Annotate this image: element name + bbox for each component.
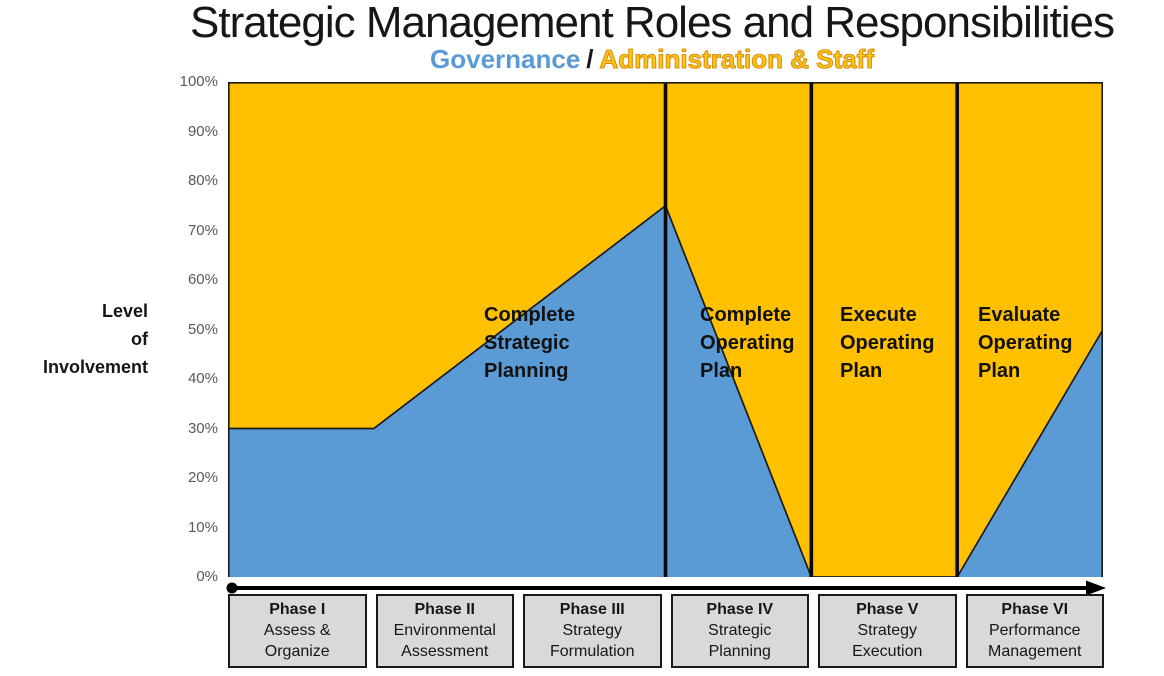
phase-separator-lines (663, 82, 959, 577)
phase-subtitle: Strategic Planning (708, 622, 772, 660)
annotation-complete-strategic-planning: Complete Strategic Planning (484, 304, 576, 382)
page-title: Strategic Management Roles and Responsib… (190, 0, 1115, 47)
y-tick: 10% (187, 518, 218, 536)
phase-title: Phase V (856, 601, 919, 618)
chart-plot-area: Complete Strategic Planning Complete Ope… (228, 82, 1103, 577)
phase-title: Phase I (269, 601, 326, 618)
y-axis-tick-labels: 100% 90% 80% 70% 60% 50% 40% 30% 20% 10%… (120, 73, 218, 586)
legend-separator: / (586, 44, 594, 74)
governance-boundary-line (228, 204, 1103, 577)
y-tick: 70% (187, 221, 218, 239)
phase-title: Phase III (559, 601, 625, 618)
phase-subtitle: Strategy Formulation (550, 622, 635, 660)
y-tick: 30% (187, 419, 218, 437)
y-tick: 60% (187, 271, 218, 288)
chart-legend-subtitle: Governance/Administration & Staff (140, 43, 1164, 75)
arrowhead-icon (1086, 580, 1106, 596)
annotation-complete-operating-plan: Complete Operating Plan (700, 304, 795, 382)
y-tick: 20% (187, 469, 218, 486)
phase-subtitle: Environmental Assessment (393, 622, 496, 660)
annotation-evaluate-operating-plan: Evaluate Operating Plan (978, 304, 1073, 382)
legend-governance-label: Governance (430, 44, 581, 74)
y-tick: 50% (187, 320, 218, 338)
phase-label-row: Phase I Assess & Organize Phase II Envir… (228, 594, 1104, 668)
y-tick: 40% (187, 370, 218, 387)
x-axis-timeline-arrow (226, 580, 1106, 596)
y-tick: 80% (187, 172, 218, 189)
phase-box-2: Phase II Environmental Assessment (375, 594, 514, 668)
annotation-execute-operating-plan: Execute Operating Plan (840, 304, 935, 382)
y-tick: 0% (196, 568, 218, 585)
phase-subtitle: Performance Management (988, 622, 1082, 660)
legend-admin-staff-label: Administration & Staff (599, 43, 875, 74)
phase-title: Phase IV (706, 601, 774, 618)
y-axis-title: Level of Involvement (42, 301, 148, 377)
plot-border (228, 82, 1103, 577)
phase-title: Phase II (414, 601, 475, 618)
phase-box-4: Phase IV Strategic Planning (670, 594, 809, 668)
phase-subtitle: Strategy Execution (852, 622, 923, 660)
y-tick: 100% (179, 73, 218, 90)
phase-title: Phase VI (1001, 601, 1069, 618)
phase-box-1: Phase I Assess & Organize (228, 594, 367, 668)
phase-box-6: Phase VI Performance Management (965, 594, 1104, 668)
phase-box-3: Phase III Strategy Formulation (523, 594, 662, 668)
phase-box-5: Phase V Strategy Execution (818, 594, 957, 668)
stacked-area-chart (228, 82, 1103, 577)
phase-subtitle: Assess & Organize (263, 622, 331, 660)
y-tick: 90% (187, 122, 218, 140)
